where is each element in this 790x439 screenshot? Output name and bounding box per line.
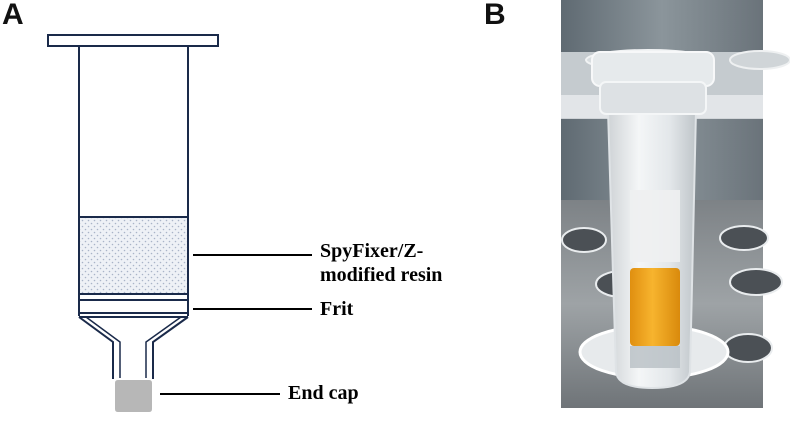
label-end-cap: End cap — [288, 382, 359, 404]
column-flange — [47, 34, 219, 47]
label-resin-line1: SpyFixer/Z- — [320, 240, 424, 262]
photo-panel-b — [561, 0, 790, 408]
resin-bed — [80, 217, 187, 293]
frit — [80, 294, 187, 314]
resin-photo — [630, 268, 680, 346]
panel-label-b: B — [484, 0, 506, 31]
column-funnel — [78, 316, 189, 379]
label-resin-line2: modified resin — [320, 264, 443, 286]
panel-label-a: A — [2, 0, 24, 31]
label-frit: Frit — [320, 298, 354, 320]
end-cap — [115, 380, 152, 412]
label-resin: SpyFixer/Z- modified resin — [320, 239, 442, 287]
